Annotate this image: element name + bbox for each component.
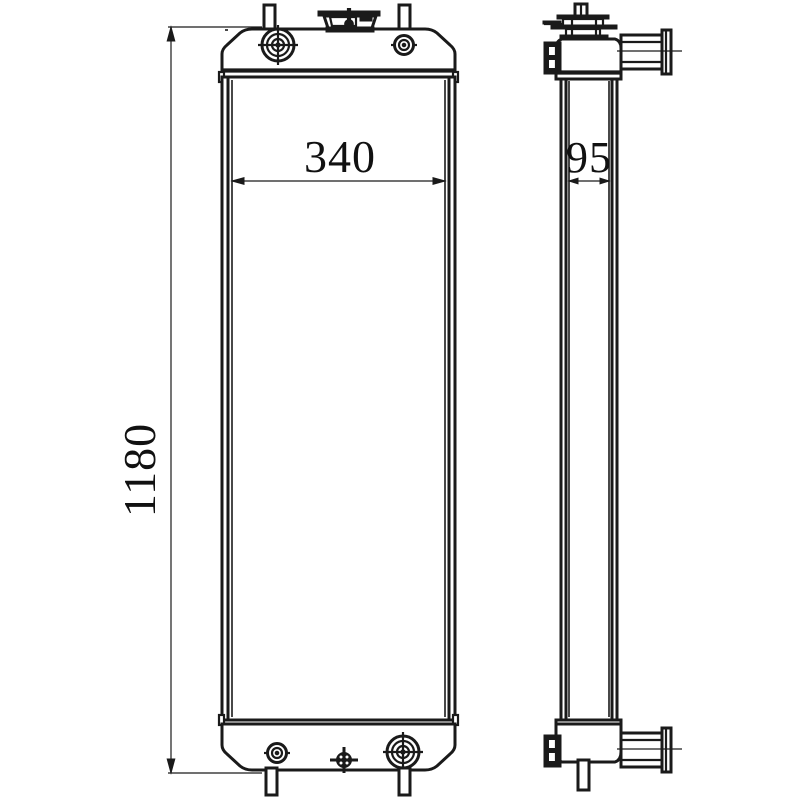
drain-plug-dot-a xyxy=(339,755,343,759)
bottom-small-port-icon xyxy=(264,742,290,764)
bottom-bracket-hole-lower xyxy=(549,753,556,761)
drain-plug-icon xyxy=(330,747,358,773)
filler-cap-icon xyxy=(258,25,298,65)
dimension-label-width: 340 xyxy=(304,131,376,182)
dimension-width-340: 340 xyxy=(230,131,447,186)
dim-arrow-95-left xyxy=(567,177,579,185)
bottom-side-bracket xyxy=(543,734,562,768)
top-hose-outlet xyxy=(617,28,682,76)
bottom-hose-outlet xyxy=(617,726,682,774)
bottom-port-center-dot xyxy=(274,750,280,756)
bottom-mount-tab-right xyxy=(397,766,412,797)
top-side-bracket xyxy=(543,41,562,75)
dim-arrow-95-right xyxy=(599,177,611,185)
front-view: 340 xyxy=(217,3,460,797)
bottom-bracket-plate xyxy=(543,734,562,768)
top-mount-tab-left xyxy=(262,3,277,33)
cap-center-knob xyxy=(344,19,354,29)
pressure-cap-assembly xyxy=(317,8,381,33)
bottom-side-tab xyxy=(576,758,591,792)
drain-plug-dot-d xyxy=(345,761,349,765)
dimension-label-height: 1180 xyxy=(114,423,165,517)
side-view: 95 xyxy=(542,2,682,792)
drain-plug-dot-c xyxy=(339,761,343,765)
dim-arrow-bottom xyxy=(166,758,176,775)
dimension-depth-95: 95 xyxy=(566,133,612,185)
top-bracket-hole-lower xyxy=(549,60,556,68)
drain-plug-dot-b xyxy=(345,755,349,759)
bottom-outlet-barrel xyxy=(619,731,664,769)
top-filler-neck xyxy=(542,2,618,40)
radiator-core xyxy=(220,75,457,722)
dimension-label-depth: 95 xyxy=(566,133,612,182)
bottom-mount-tab-left xyxy=(264,766,279,797)
top-bracket-hole-upper xyxy=(549,47,556,55)
top-mount-tab-right xyxy=(397,3,412,33)
dimension-height-1180: 1180 xyxy=(114,25,262,775)
top-small-port-icon xyxy=(391,34,417,56)
dim-arrow-top xyxy=(166,25,176,42)
top-tank-body xyxy=(220,27,457,77)
bottom-bracket-hole-upper xyxy=(549,740,556,748)
dim-arrow-340-left xyxy=(230,176,245,186)
top-outlet-barrel xyxy=(619,33,664,71)
bottom-outlet-icon xyxy=(383,732,423,772)
top-port-center-dot xyxy=(401,42,407,48)
dim-arrow-340-right xyxy=(432,176,447,186)
cap-side-lug xyxy=(359,16,373,22)
top-bracket-plate xyxy=(543,41,562,75)
side-bottom-tank xyxy=(554,722,623,764)
